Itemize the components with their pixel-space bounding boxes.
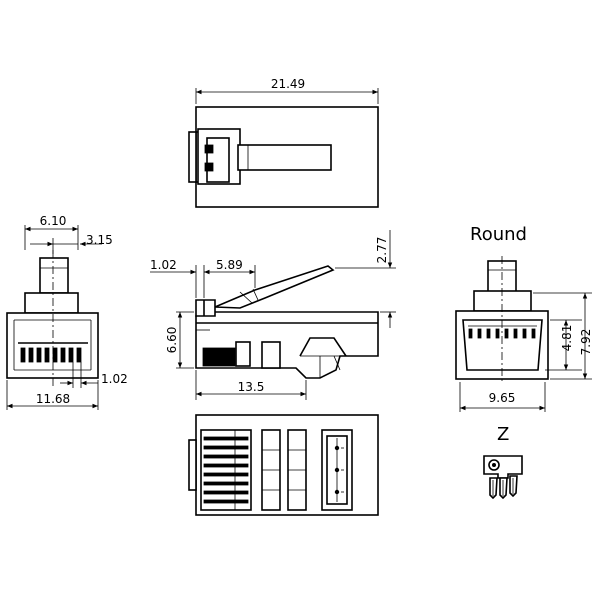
bottom-view	[188, 414, 379, 516]
dim-side-latch-height: 2.77	[375, 237, 389, 264]
dim-round-width: 9.65	[489, 391, 516, 405]
dim-round-outer-height: 7.92	[579, 329, 593, 356]
bottom-contacts	[203, 436, 249, 504]
dim-side-tip: 1.02	[150, 258, 177, 272]
dim-front-overall: 6.10	[40, 214, 67, 228]
dim-side-latch: 5.89	[216, 258, 243, 272]
dim-front-width: 11.68	[36, 392, 70, 406]
z-view: Z	[483, 424, 523, 500]
front-contacts	[20, 347, 82, 363]
top-view: 21.49	[188, 77, 379, 208]
round-contacts	[468, 328, 536, 339]
dim-front-half: 3.15	[86, 233, 113, 247]
dim-top-width: 21.49	[271, 77, 305, 91]
front-view: 6.10 3.15 1.02 11.68	[6, 214, 128, 410]
dim-front-pitch: 1.02	[101, 372, 128, 386]
round-title: Round	[470, 224, 527, 245]
dim-side-height: 6.60	[165, 327, 179, 354]
dim-side-length: 13.5	[238, 380, 265, 394]
round-view: Round 4.81 7.92 9.65	[455, 224, 593, 412]
z-title: Z	[497, 424, 509, 445]
side-view: 1.02 5.89 6.60 13.5 2.77	[150, 230, 396, 400]
dim-round-inner-height: 4.81	[560, 325, 574, 352]
